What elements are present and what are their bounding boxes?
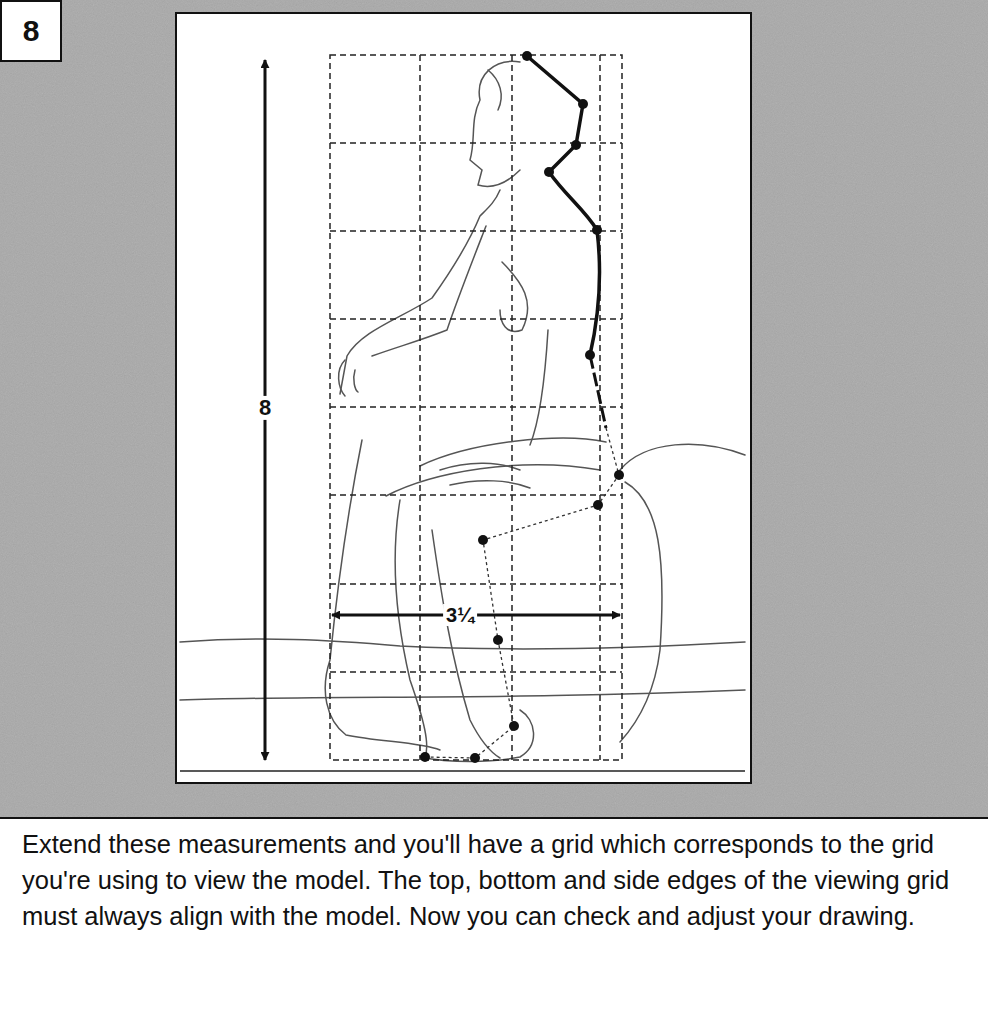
measure-dots [420, 51, 624, 763]
step-number: 8 [23, 14, 40, 48]
dimension-label: 8 [256, 396, 274, 420]
contour-line [527, 56, 600, 355]
measure-line [425, 428, 619, 758]
textured-ground [0, 0, 988, 818]
ground-line [180, 770, 745, 772]
dimension-label: 3¼ [443, 604, 477, 626]
texture [0, 0, 988, 818]
contour-line [590, 355, 606, 428]
drawing-panel [176, 13, 751, 783]
caption: Extend these measurements and you'll hav… [22, 826, 972, 934]
viewing-grid [330, 55, 622, 760]
divider-line [0, 817, 988, 819]
step-number-box: 8 [0, 0, 62, 62]
